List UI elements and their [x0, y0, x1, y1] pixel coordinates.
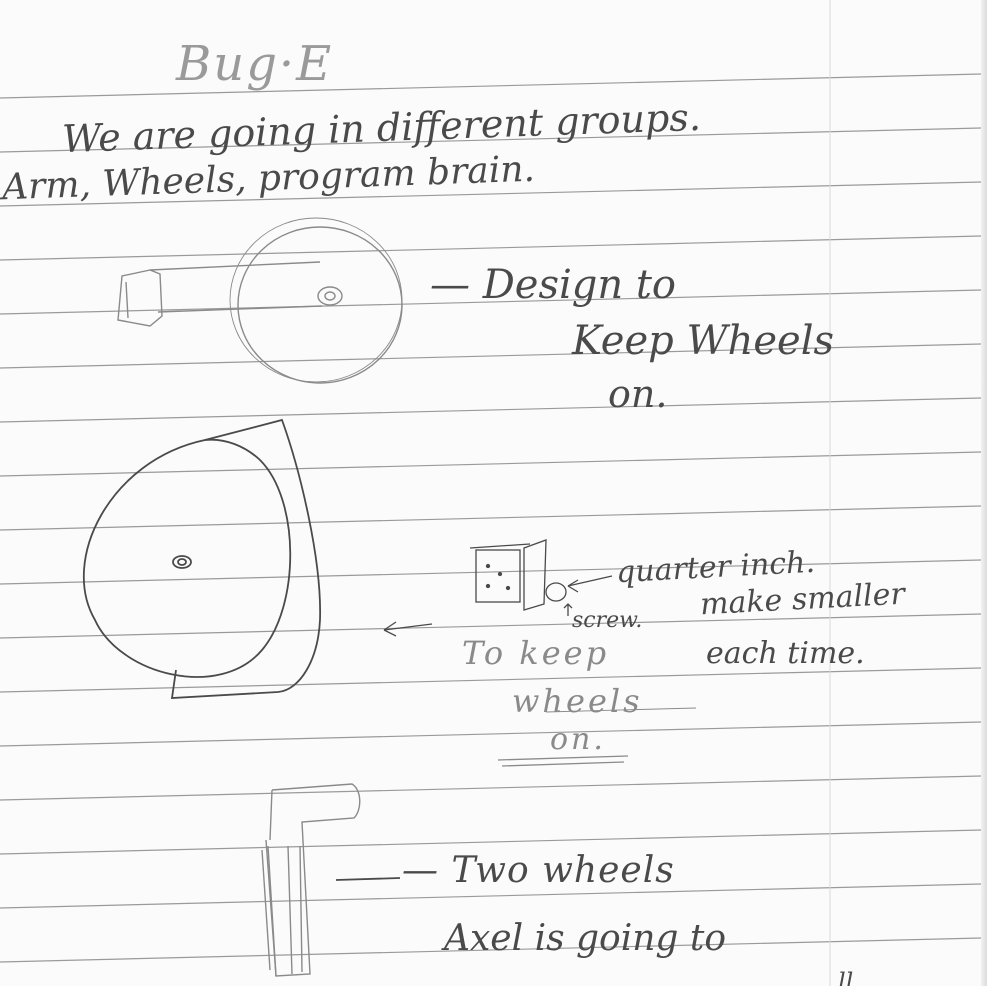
design-caption-line1: — Design to: [430, 262, 676, 308]
two-wheels-caption: — Two wheels: [402, 850, 675, 891]
cut-off-text: ll...: [838, 968, 876, 986]
label-on: on.: [550, 722, 606, 757]
sketch-large-wheel: [84, 420, 320, 698]
axle-dash: [336, 878, 400, 880]
ruled-lines: [0, 74, 981, 962]
axel-line: Axel is going to: [444, 918, 726, 959]
sketch-wheel-side-view: [118, 218, 402, 383]
design-caption-line2: Keep Wheels: [572, 318, 834, 364]
label-to-keep: To keep: [462, 634, 609, 672]
label-each-time: each time.: [706, 636, 865, 671]
label-screw: screw.: [572, 608, 642, 633]
design-caption-line3: on.: [608, 372, 667, 416]
page-title: Bug·E: [176, 36, 333, 92]
label-wheels: wheels: [512, 682, 643, 720]
